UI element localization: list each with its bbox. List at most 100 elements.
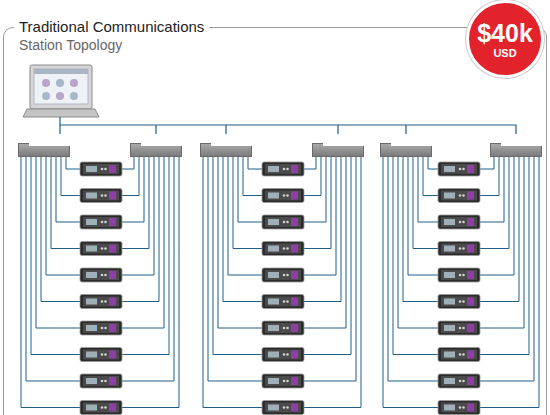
ethernet-wire — [122, 157, 154, 275]
device-rack — [21, 157, 539, 415]
relay-device — [438, 348, 480, 362]
ethernet-wire — [408, 157, 438, 275]
ethernet-wire — [304, 157, 331, 249]
ethernet-wire — [304, 157, 326, 222]
relay-device — [438, 374, 480, 388]
ethernet-wire — [398, 157, 438, 328]
relay-device — [80, 215, 122, 229]
frame-subtitle: Station Topology — [19, 37, 122, 54]
relay-device — [438, 162, 480, 176]
relay-device — [80, 295, 122, 309]
ethernet-wire — [480, 157, 494, 169]
switch-label: Switch — [501, 134, 543, 146]
ethernet-wire — [122, 157, 139, 196]
switch-label: Switch — [141, 134, 183, 146]
ethernet-wire — [403, 157, 438, 302]
relay-device — [438, 268, 480, 282]
ethernet-wire — [203, 157, 262, 408]
ethernet-wire — [218, 157, 262, 328]
relay-device — [80, 401, 122, 415]
ethernet-wire — [304, 157, 351, 355]
ethernet-wire — [31, 157, 80, 355]
relay-device — [262, 321, 304, 335]
relay-device — [80, 162, 122, 176]
relay-device — [438, 295, 480, 309]
ethernet-wire — [122, 157, 164, 328]
ethernet-wire — [388, 157, 438, 381]
price-badge: $40kUSD — [466, 0, 544, 78]
ethernet-wire — [480, 157, 504, 222]
relay-device — [80, 268, 122, 282]
ethernet-wire — [480, 157, 524, 328]
relay-device — [262, 401, 304, 415]
ethernet-wire — [228, 157, 262, 275]
ethernet-wire — [21, 157, 80, 408]
ethernet-wire — [304, 157, 336, 275]
relay-device — [262, 374, 304, 388]
ethernet-wire — [41, 157, 80, 302]
ethernet-wire — [223, 157, 262, 302]
network-switch: Switch — [380, 143, 432, 157]
ethernet-wire — [122, 157, 169, 355]
ethernet-wire — [480, 157, 519, 302]
network-switch: Switch — [490, 143, 542, 157]
switch-label: Switch — [211, 134, 253, 146]
relay-device — [438, 401, 480, 415]
network-switch: Switch — [18, 143, 70, 157]
ethernet-wire — [413, 157, 438, 249]
ethernet-wire — [233, 157, 262, 249]
ethernet-wire — [480, 157, 499, 196]
ethernet-wire — [51, 157, 80, 249]
ethernet-wire — [304, 157, 341, 302]
ethernet-wire — [480, 157, 539, 408]
network-switch: Switch — [130, 143, 182, 157]
ethernet-wire — [243, 157, 262, 196]
ethernet-wire — [122, 157, 149, 249]
switch-label: Switch — [323, 134, 365, 146]
network-switch: Switch — [200, 143, 252, 157]
ethernet-wire — [26, 157, 80, 381]
laptop-icon — [23, 65, 99, 117]
ethernet-wire — [36, 157, 80, 328]
switch-label: Switch — [29, 134, 71, 146]
ethernet-wire — [480, 157, 514, 275]
network-bus — [60, 117, 516, 143]
ethernet-wire — [122, 157, 179, 408]
ethernet-wire — [304, 157, 316, 169]
ethernet-wire — [480, 157, 534, 381]
ethernet-wire — [423, 157, 438, 196]
relay-device — [438, 321, 480, 335]
ethernet-wire — [213, 157, 262, 355]
ethernet-wire — [238, 157, 262, 222]
relay-device — [262, 348, 304, 362]
ethernet-wire — [122, 157, 159, 302]
relay-device — [438, 189, 480, 203]
ethernet-wire — [61, 157, 80, 196]
price-currency: USD — [493, 47, 516, 59]
ethernet-wire — [480, 157, 529, 355]
ethernet-wire — [480, 157, 509, 249]
switch-label: Switch — [391, 134, 433, 146]
ethernet-wire — [383, 157, 438, 408]
ethernet-wire — [418, 157, 438, 222]
ethernet-wire — [56, 157, 80, 222]
ethernet-wire — [122, 157, 174, 381]
relay-device — [262, 189, 304, 203]
ethernet-wire — [122, 157, 134, 169]
price-amount: $40k — [477, 20, 533, 47]
relay-device — [80, 374, 122, 388]
ethernet-wire — [248, 157, 262, 169]
ethernet-wire — [122, 157, 144, 222]
relay-device — [80, 189, 122, 203]
relay-device — [262, 215, 304, 229]
ethernet-wire — [46, 157, 80, 275]
relay-device — [262, 295, 304, 309]
relay-device — [262, 162, 304, 176]
ethernet-wire — [393, 157, 438, 355]
ethernet-wire — [304, 157, 346, 328]
frame-title: Traditional Communications — [14, 18, 209, 36]
ethernet-wire — [304, 157, 321, 196]
